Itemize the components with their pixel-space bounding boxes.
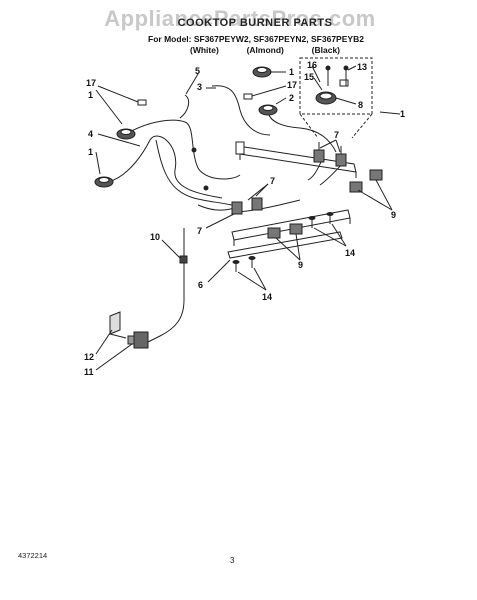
callout-1-rear: 1: [289, 67, 294, 77]
callout-2: 2: [289, 93, 294, 103]
callout-1-left-rear: 1: [88, 90, 93, 100]
callout-1-right: 1: [400, 109, 405, 119]
color-white: (White): [190, 45, 219, 55]
model-numbers: For Model: SF367PEYW2, SF367PEYN2, SF367…: [148, 34, 364, 44]
callout-7-upper: 7: [334, 130, 339, 140]
screw-3: [232, 260, 240, 272]
burner-head-right: [258, 104, 278, 116]
tube-left-lower: [107, 135, 223, 199]
inset-box: [299, 57, 373, 115]
color-almond: (Almond): [246, 45, 284, 55]
valve-upper-1: [313, 142, 325, 163]
burner-head-left-front: [94, 176, 114, 188]
callout-12: 12: [84, 352, 94, 362]
callout-14-right: 14: [345, 248, 355, 258]
clip-left: [137, 99, 147, 106]
color-black: (Black): [311, 45, 340, 55]
diagram-title: COOKTOP BURNER PARTS: [177, 17, 333, 29]
callout-7-middle: 7: [270, 176, 275, 186]
bracket: [109, 311, 127, 339]
watermark: AppliancePartsPros.com: [104, 6, 376, 31]
callout-15: 15: [304, 72, 314, 82]
screw-2: [326, 212, 334, 224]
tube-rear-left: [179, 94, 190, 119]
callout-1-left-front: 1: [88, 147, 93, 157]
tube-left-upper: [125, 119, 241, 180]
callout-10: 10: [150, 232, 160, 242]
callout-9-right: 9: [391, 210, 396, 220]
valve-lower-2: [251, 197, 263, 211]
callout-3: 3: [197, 82, 202, 92]
callout-13: 13: [357, 62, 367, 72]
screw-4: [248, 256, 256, 268]
main-gas-line: [147, 228, 185, 343]
burner-head-rear: [252, 66, 272, 78]
clip-fitting: [179, 255, 188, 264]
clip-rear: [243, 93, 253, 100]
front-rail: [227, 231, 343, 259]
valve-right-2: [349, 181, 363, 193]
callout-4: 4: [88, 129, 93, 139]
tube-rear: [211, 85, 271, 136]
regulator: [127, 331, 149, 349]
callout-11: 11: [84, 367, 94, 377]
page-number: 3: [230, 556, 235, 565]
valve-lower-1: [231, 201, 243, 215]
callout-17-rear: 17: [287, 80, 297, 90]
screw-1: [308, 216, 316, 228]
callout-6: 6: [198, 280, 203, 290]
model-colors: (White) (Almond) (Black): [190, 45, 340, 55]
callout-14-lower: 14: [262, 292, 272, 302]
valve-lower-3: [267, 227, 281, 239]
tube-right-rear: [267, 109, 337, 153]
callout-7-lower: 7: [197, 226, 202, 236]
wire-harness: [197, 199, 301, 213]
document-number: 4372214: [18, 551, 48, 560]
callout-17-left: 17: [86, 78, 96, 88]
valve-lower-4: [289, 223, 303, 235]
callout-9-lower: 9: [298, 260, 303, 270]
callout-8: 8: [358, 100, 363, 110]
valve-upper-2: [335, 146, 347, 167]
callout-16: 16: [307, 60, 317, 70]
burner-head-left-rear: [116, 128, 136, 140]
inset-burner-assembly: [315, 65, 349, 105]
valve-right-1: [369, 169, 383, 181]
callout-5: 5: [195, 66, 200, 76]
